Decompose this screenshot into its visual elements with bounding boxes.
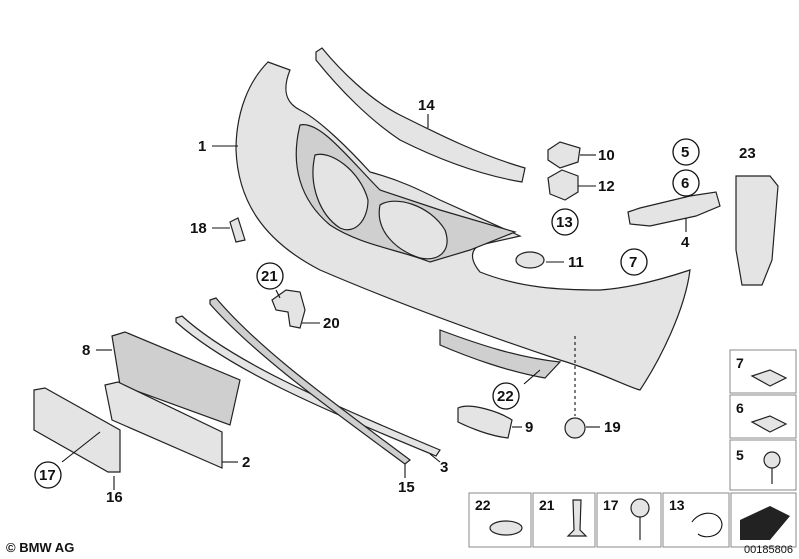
part-label-9: 9 [525, 419, 533, 436]
cap-9 [457, 405, 513, 439]
label-ring-22 [492, 382, 520, 410]
legend-box-13 [662, 492, 730, 548]
bracket-12 [547, 169, 579, 201]
part-label-17: 17 [39, 467, 56, 484]
legend-box-6 [729, 394, 797, 439]
clip-18 [229, 217, 246, 243]
part-label-4: 4 [681, 234, 690, 251]
legend-label-7: 7 [736, 355, 744, 371]
license-plate-base-16 [33, 387, 121, 473]
copyright-text: © BMW AG [6, 540, 75, 555]
kidney-grille-left [312, 153, 369, 231]
part-label-1: 1 [198, 138, 206, 155]
legend-label-22: 22 [475, 497, 491, 513]
part-label-20: 20 [323, 315, 340, 332]
label-ring-21 [256, 262, 284, 290]
part-label-13: 13 [556, 214, 573, 231]
pdc-sensor-19 [564, 417, 586, 439]
legend-label-5: 5 [736, 447, 744, 463]
screw-5 [763, 451, 781, 469]
part-label-19: 19 [604, 419, 621, 436]
label-ring-17 [34, 461, 62, 489]
tow-hook-cover-11 [515, 251, 545, 269]
part-label-2: 2 [242, 454, 250, 471]
legend-box-22 [468, 492, 532, 548]
part-label-10: 10 [598, 147, 615, 164]
legend-box-21 [532, 492, 596, 548]
nut-7 [750, 369, 788, 387]
legend-box-5 [729, 439, 797, 491]
side-panel-23 [735, 175, 779, 286]
part-label-15: 15 [398, 479, 415, 496]
trim-strip-3 [175, 315, 441, 457]
trim-strip-15 [209, 297, 411, 465]
part-label-14: 14 [418, 97, 435, 114]
label-ring-7 [620, 248, 648, 276]
part-label-8: 8 [82, 342, 90, 359]
screw-17 [630, 498, 650, 518]
legend-label-21: 21 [539, 497, 555, 513]
rivet-21 [566, 499, 588, 537]
part-label-21: 21 [261, 268, 278, 285]
part-label-16: 16 [106, 489, 123, 506]
part-label-5: 5 [681, 144, 689, 161]
part-label-23: 23 [739, 145, 756, 162]
label-ring-13 [551, 208, 579, 236]
bumper-lower-lip [439, 329, 562, 379]
legend-label-17: 17 [603, 497, 619, 513]
part-label-22: 22 [497, 388, 514, 405]
label-ring-6 [672, 169, 700, 197]
nut-6 [750, 415, 788, 433]
leader-21 [275, 289, 281, 299]
grommet-22 [489, 520, 523, 536]
legend-label-13: 13 [669, 497, 685, 513]
kidney-grille-right [378, 200, 448, 260]
label-ring-5 [672, 138, 700, 166]
legend-box-17 [596, 492, 662, 548]
part-label-11: 11 [568, 254, 584, 271]
bracket-20 [271, 289, 306, 329]
leader-22 [523, 369, 541, 385]
leader-17 [61, 431, 101, 463]
leader-3 [429, 453, 441, 463]
legend-box-7 [729, 349, 797, 394]
part-label-12: 12 [598, 178, 615, 195]
direction-arrow-icon [740, 506, 790, 540]
part-label-18: 18 [190, 220, 207, 237]
part-label-6: 6 [681, 175, 689, 192]
lower-grille-2 [104, 381, 223, 469]
lower-grille-8 [111, 331, 241, 426]
legend-label-6: 6 [736, 400, 744, 416]
upper-support-strip [315, 47, 526, 183]
document-number: 00185806 [744, 544, 793, 556]
clip-13 [691, 512, 723, 538]
bracket-10 [547, 141, 581, 169]
part-label-3: 3 [440, 459, 448, 476]
side-bracket-4 [627, 191, 721, 227]
part-label-7: 7 [629, 254, 637, 271]
